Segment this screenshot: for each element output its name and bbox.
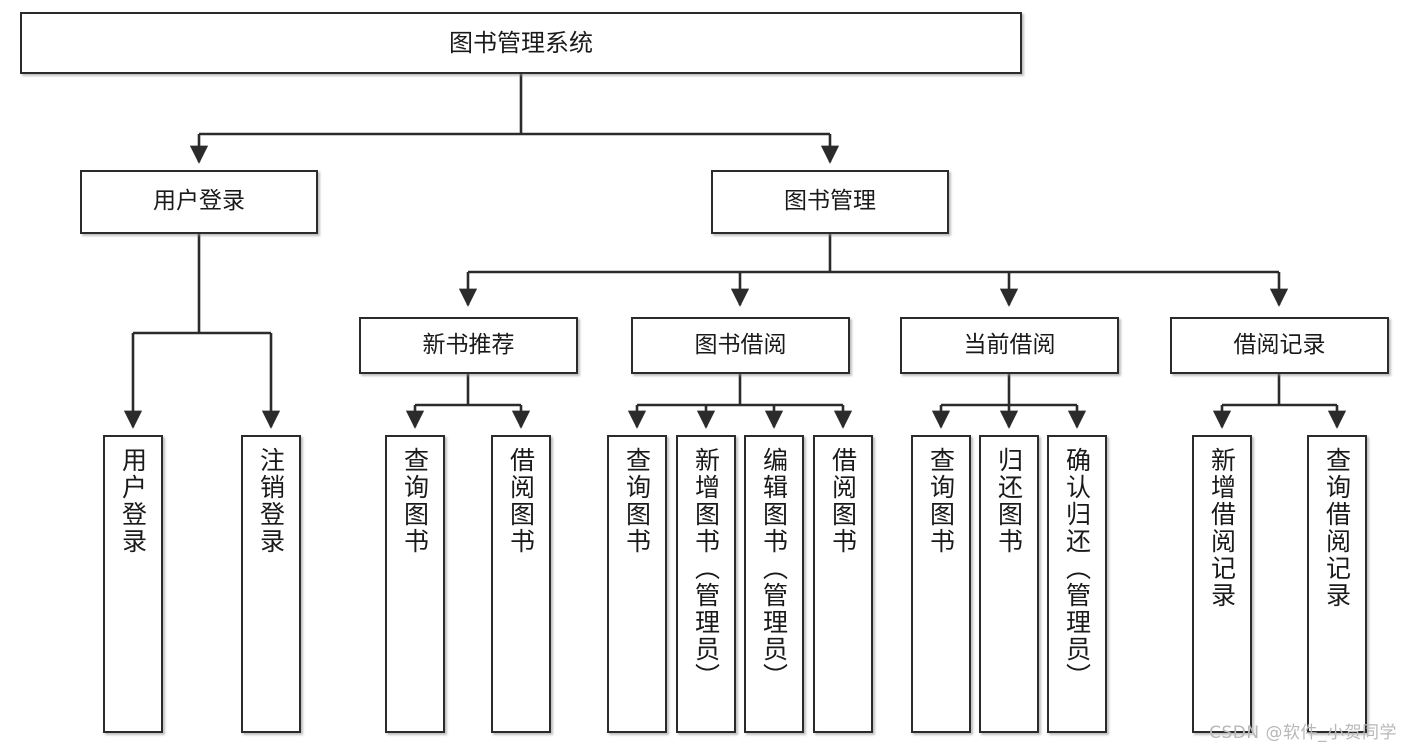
- leaf-borrow-record-query[interactable]: 查询借阅记录: [1307, 435, 1367, 733]
- leaf-user-login-logout[interactable]: 注销登录: [241, 435, 301, 733]
- leaf-current-borrow-return[interactable]: 归还图书: [979, 435, 1039, 733]
- leaf-book-borrow-add[interactable]: 新增图书（管理员）: [676, 435, 736, 733]
- node-label: 归还图书: [994, 447, 1024, 555]
- node-label: 确认归还（管理员）: [1062, 447, 1092, 690]
- leaf-user-login-login[interactable]: 用户登录: [103, 435, 163, 733]
- leaf-current-borrow-confirm-return[interactable]: 确认归还（管理员）: [1047, 435, 1107, 733]
- node-label: 新增图书（管理员）: [691, 447, 721, 690]
- leaf-book-borrow-query[interactable]: 查询图书: [607, 435, 667, 733]
- leaf-new-book-borrow[interactable]: 借阅图书: [491, 435, 551, 733]
- leaf-current-borrow-query[interactable]: 查询图书: [911, 435, 971, 733]
- leaf-book-borrow-edit[interactable]: 编辑图书（管理员）: [744, 435, 804, 733]
- node-root-system[interactable]: 图书管理系统: [20, 12, 1022, 74]
- csdn-watermark: CSDN @软件_小贺同学: [1209, 723, 1397, 743]
- node-label: 借阅图书: [828, 447, 858, 555]
- node-label: 查询图书: [400, 447, 430, 555]
- node-label: 编辑图书（管理员）: [759, 447, 789, 690]
- node-label: 当前借阅: [963, 331, 1056, 358]
- node-label: 图书管理: [784, 188, 876, 215]
- leaf-borrow-record-add[interactable]: 新增借阅记录: [1192, 435, 1252, 733]
- node-borrow-record[interactable]: 借阅记录: [1170, 317, 1389, 374]
- node-label: 新书推荐: [422, 331, 515, 358]
- node-book-borrow[interactable]: 图书借阅: [631, 317, 850, 374]
- leaf-book-borrow-borrow[interactable]: 借阅图书: [813, 435, 873, 733]
- node-label: 用户登录: [153, 188, 245, 215]
- node-label: 新增借阅记录: [1207, 447, 1237, 609]
- node-label: 用户登录: [118, 447, 148, 555]
- node-label: 图书管理系统: [449, 28, 593, 57]
- node-label: 查询图书: [622, 447, 652, 555]
- node-label: 注销登录: [256, 447, 286, 555]
- node-label: 图书借阅: [694, 331, 787, 358]
- node-label: 查询图书: [926, 447, 956, 555]
- node-label: 借阅图书: [506, 447, 536, 555]
- node-label: 借阅记录: [1233, 331, 1326, 358]
- leaf-new-book-query[interactable]: 查询图书: [385, 435, 445, 733]
- node-current-borrow[interactable]: 当前借阅: [900, 317, 1119, 374]
- node-user-login[interactable]: 用户登录: [80, 170, 318, 234]
- node-book-management[interactable]: 图书管理: [711, 170, 949, 234]
- node-label: 查询借阅记录: [1322, 447, 1352, 609]
- node-new-book-recommend[interactable]: 新书推荐: [359, 317, 578, 374]
